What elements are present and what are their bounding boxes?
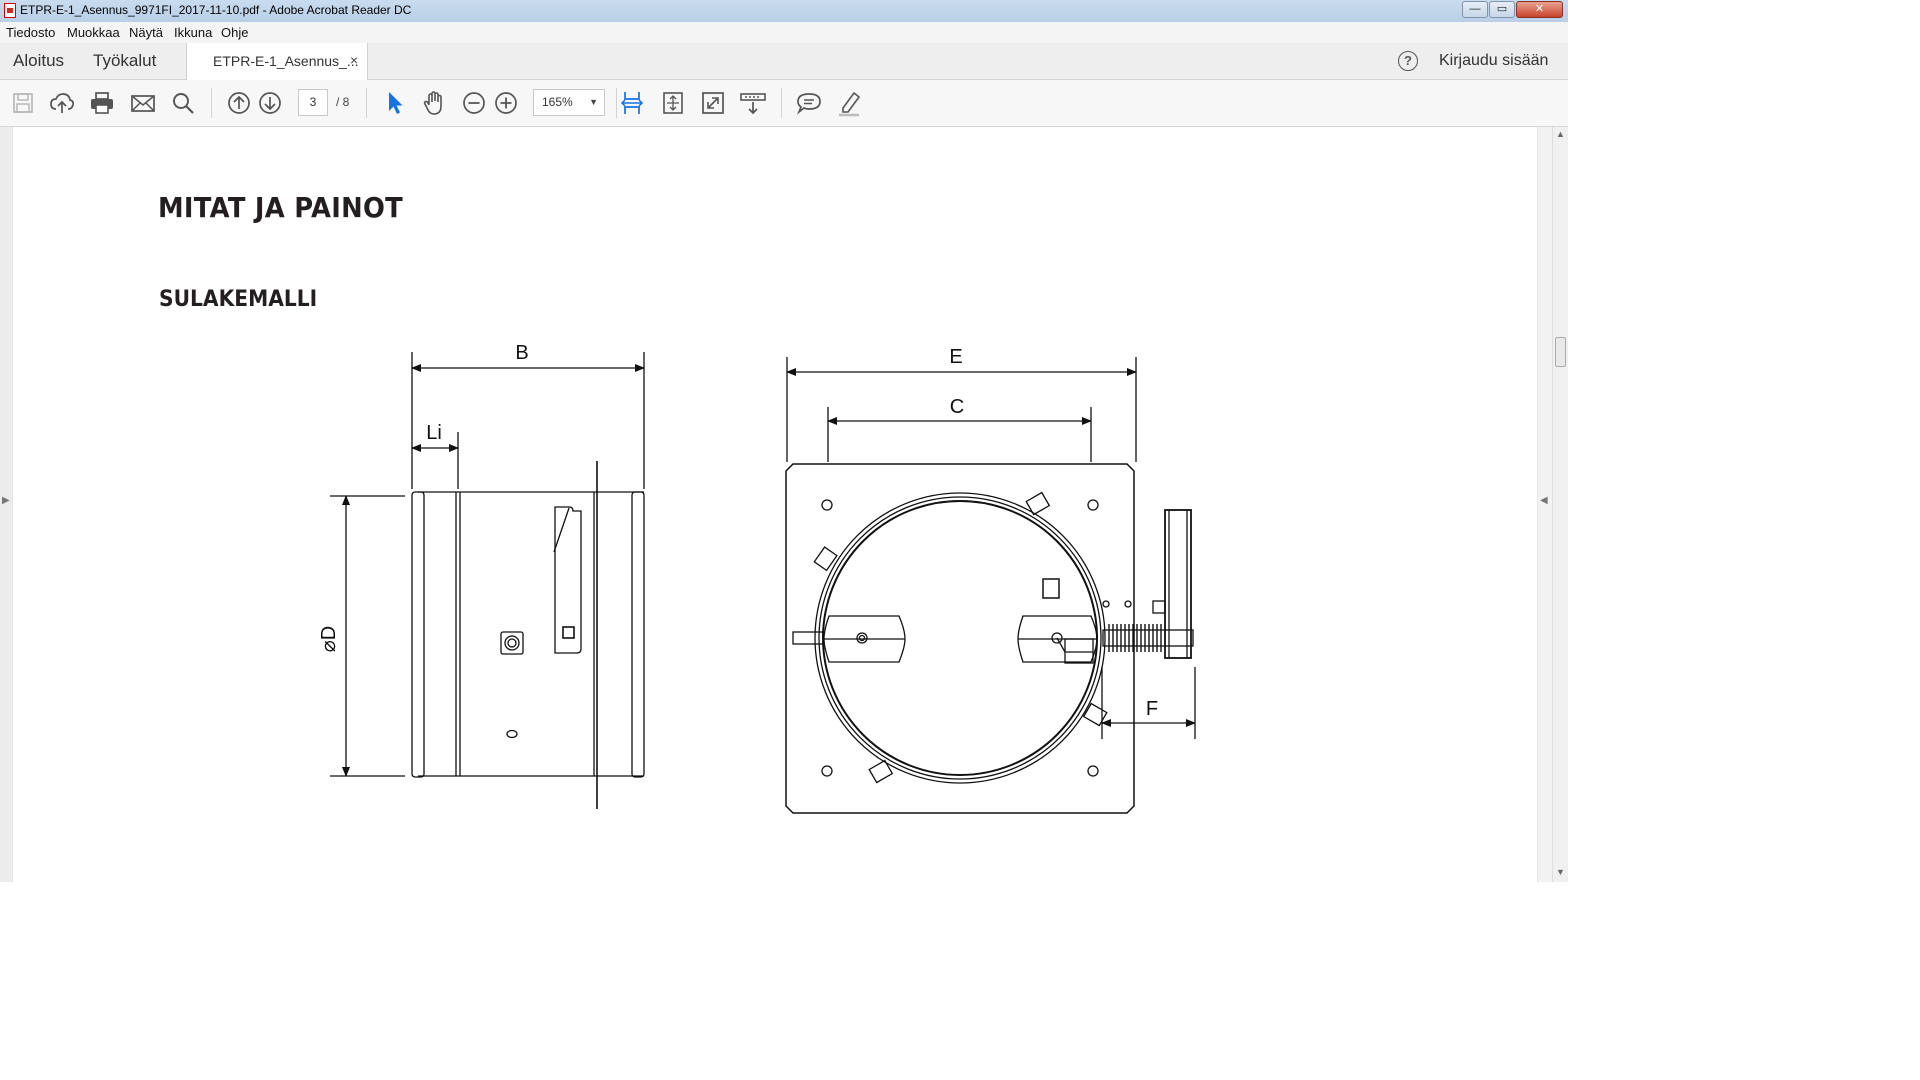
acrobat-pdf-icon (4, 3, 16, 18)
tab-document[interactable]: ETPR-E-1_Asennus_... × (186, 43, 368, 80)
page-subheading: SULAKEMALLI (159, 287, 318, 312)
technical-drawing: B Li ⌀D E C F (318, 342, 1196, 814)
cloud-upload-icon[interactable] (48, 89, 76, 117)
dimension-label-e: E (949, 346, 962, 368)
scrollbar-thumb[interactable] (1555, 337, 1566, 367)
minimize-button[interactable]: — (1462, 1, 1488, 18)
side-view (330, 352, 645, 809)
menu-bar: Tiedosto Muokkaa Näytä Ikkuna Ohje (0, 22, 1568, 44)
zoom-in-icon[interactable] (492, 89, 520, 117)
menu-file[interactable]: Tiedosto (6, 25, 56, 40)
select-pointer-icon[interactable] (381, 89, 409, 117)
toolbar-separator (211, 88, 212, 118)
maximize-button[interactable]: ▭ (1489, 1, 1515, 18)
chevron-right-icon: ▶ (2, 495, 10, 506)
title-bar: ETPR-E-1_Asennus_9971FI_2017-11-10.pdf -… (0, 0, 1568, 23)
page-down-icon[interactable] (256, 89, 284, 117)
menu-window[interactable]: Ikkuna (174, 25, 213, 40)
email-icon[interactable] (129, 89, 157, 117)
chevron-left-icon: ◀ (1540, 495, 1548, 506)
left-panel-toggle[interactable]: ▶ (0, 127, 12, 882)
highlight-icon[interactable] (835, 89, 863, 117)
comment-icon[interactable] (795, 89, 823, 117)
zoom-select[interactable]: 165% ▼ (533, 89, 605, 116)
close-window-button[interactable]: ✕ (1516, 1, 1563, 18)
menu-view[interactable]: Näytä (129, 25, 163, 40)
chevron-down-icon: ▼ (589, 97, 598, 107)
dimension-label-b: B (515, 342, 528, 364)
scroll-up-arrow-icon[interactable]: ▲ (1556, 129, 1565, 139)
vertical-scrollbar[interactable]: ▲ ▼ (1552, 127, 1568, 882)
fit-page-icon[interactable] (659, 89, 687, 117)
page-total: / 8 (336, 95, 350, 109)
toolbar-separator (781, 88, 782, 118)
search-icon[interactable] (169, 89, 197, 117)
dimension-label-d: ⌀D (318, 626, 340, 652)
read-mode-icon[interactable] (739, 89, 767, 117)
toolbar: 3 / 8 165% ▼ (0, 80, 1568, 127)
toolbar-separator (366, 88, 367, 118)
dimension-label-li: Li (426, 422, 442, 444)
fit-width-icon[interactable] (618, 89, 646, 117)
document-viewer: ▶ MITAT JA PAINOT SULAKEMALLI (0, 127, 1568, 882)
scroll-down-arrow-icon[interactable]: ▼ (1556, 867, 1565, 877)
document-tab-label: ETPR-E-1_Asennus_... (213, 53, 359, 69)
print-icon[interactable] (88, 89, 116, 117)
page-heading: MITAT JA PAINOT (158, 191, 403, 224)
zoom-value: 165% (542, 95, 573, 109)
close-tab-icon[interactable]: × (350, 52, 359, 68)
tab-home[interactable]: Aloitus (13, 51, 65, 70)
page-number-input[interactable]: 3 (298, 89, 328, 116)
save-icon[interactable] (9, 89, 37, 117)
sign-in-link[interactable]: Kirjaudu sisään (1439, 52, 1549, 69)
menu-help[interactable]: Ohje (221, 25, 249, 40)
menu-edit[interactable]: Muokkaa (67, 25, 120, 40)
full-screen-icon[interactable] (699, 89, 727, 117)
zoom-out-icon[interactable] (460, 89, 488, 117)
dimension-label-f: F (1146, 698, 1158, 720)
pdf-page: MITAT JA PAINOT SULAKEMALLI (13, 127, 1537, 882)
page-up-icon[interactable] (225, 89, 253, 117)
help-icon[interactable]: ? (1398, 51, 1418, 71)
dimension-label-c: C (950, 396, 964, 418)
hand-icon[interactable] (420, 89, 448, 117)
tab-tools[interactable]: Työkalut (93, 51, 157, 70)
window-title: ETPR-E-1_Asennus_9971FI_2017-11-10.pdf -… (20, 3, 412, 17)
toolbar-separator (616, 88, 617, 118)
front-view (785, 357, 1196, 814)
right-panel-toggle[interactable]: ◀ (1538, 127, 1552, 882)
tab-bar: Aloitus Työkalut ETPR-E-1_Asennus_... × … (0, 43, 1568, 80)
